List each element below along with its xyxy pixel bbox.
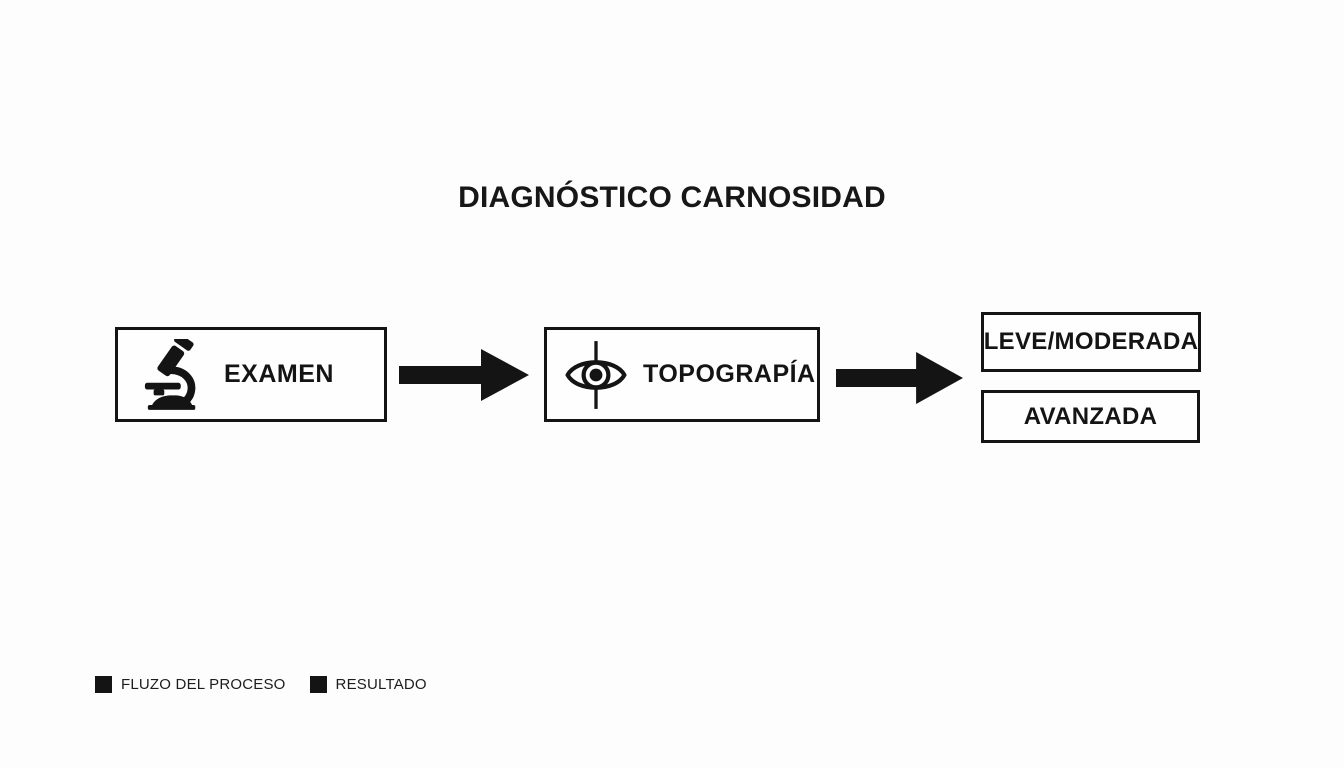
legend-swatch-resultado xyxy=(309,676,327,693)
result-label-avanzada: AVANZADA xyxy=(1023,402,1158,430)
legend-item-fluzo-del-proceso: FLUZO DEL PROCESO xyxy=(95,676,286,693)
step-box-examen: EXAMEN xyxy=(115,327,387,422)
step-label-topografia: TOPOGRAPÍA xyxy=(643,360,816,388)
page-title: DIAGNÓSTICO CARNOSIDAD xyxy=(458,181,886,214)
legend-label-resultado: RESULTADO xyxy=(335,676,427,693)
flow-arrow-2 xyxy=(836,350,963,406)
microscope-icon xyxy=(142,338,204,411)
legend-swatch-proceso xyxy=(95,676,112,693)
eye-scan-icon xyxy=(563,339,629,411)
result-label-leve-moderada: LEVE/MODERADA xyxy=(983,328,1199,355)
step-box-topografia: TOPOGRAPÍA xyxy=(544,327,820,422)
legend-label-proceso: FLUZO DEL PROCESO xyxy=(121,676,286,693)
result-box-leve-moderada: LEVE/MODERADA xyxy=(981,312,1201,372)
legend-item-resultado: RESULTADO xyxy=(309,676,427,693)
step-label-examen: EXAMEN xyxy=(224,360,334,388)
result-box-avanzada: AVANZADA xyxy=(981,390,1200,443)
legend: FLUZO DEL PROCESO RESULTADO xyxy=(95,676,427,693)
flow-arrow-1 xyxy=(399,347,529,403)
